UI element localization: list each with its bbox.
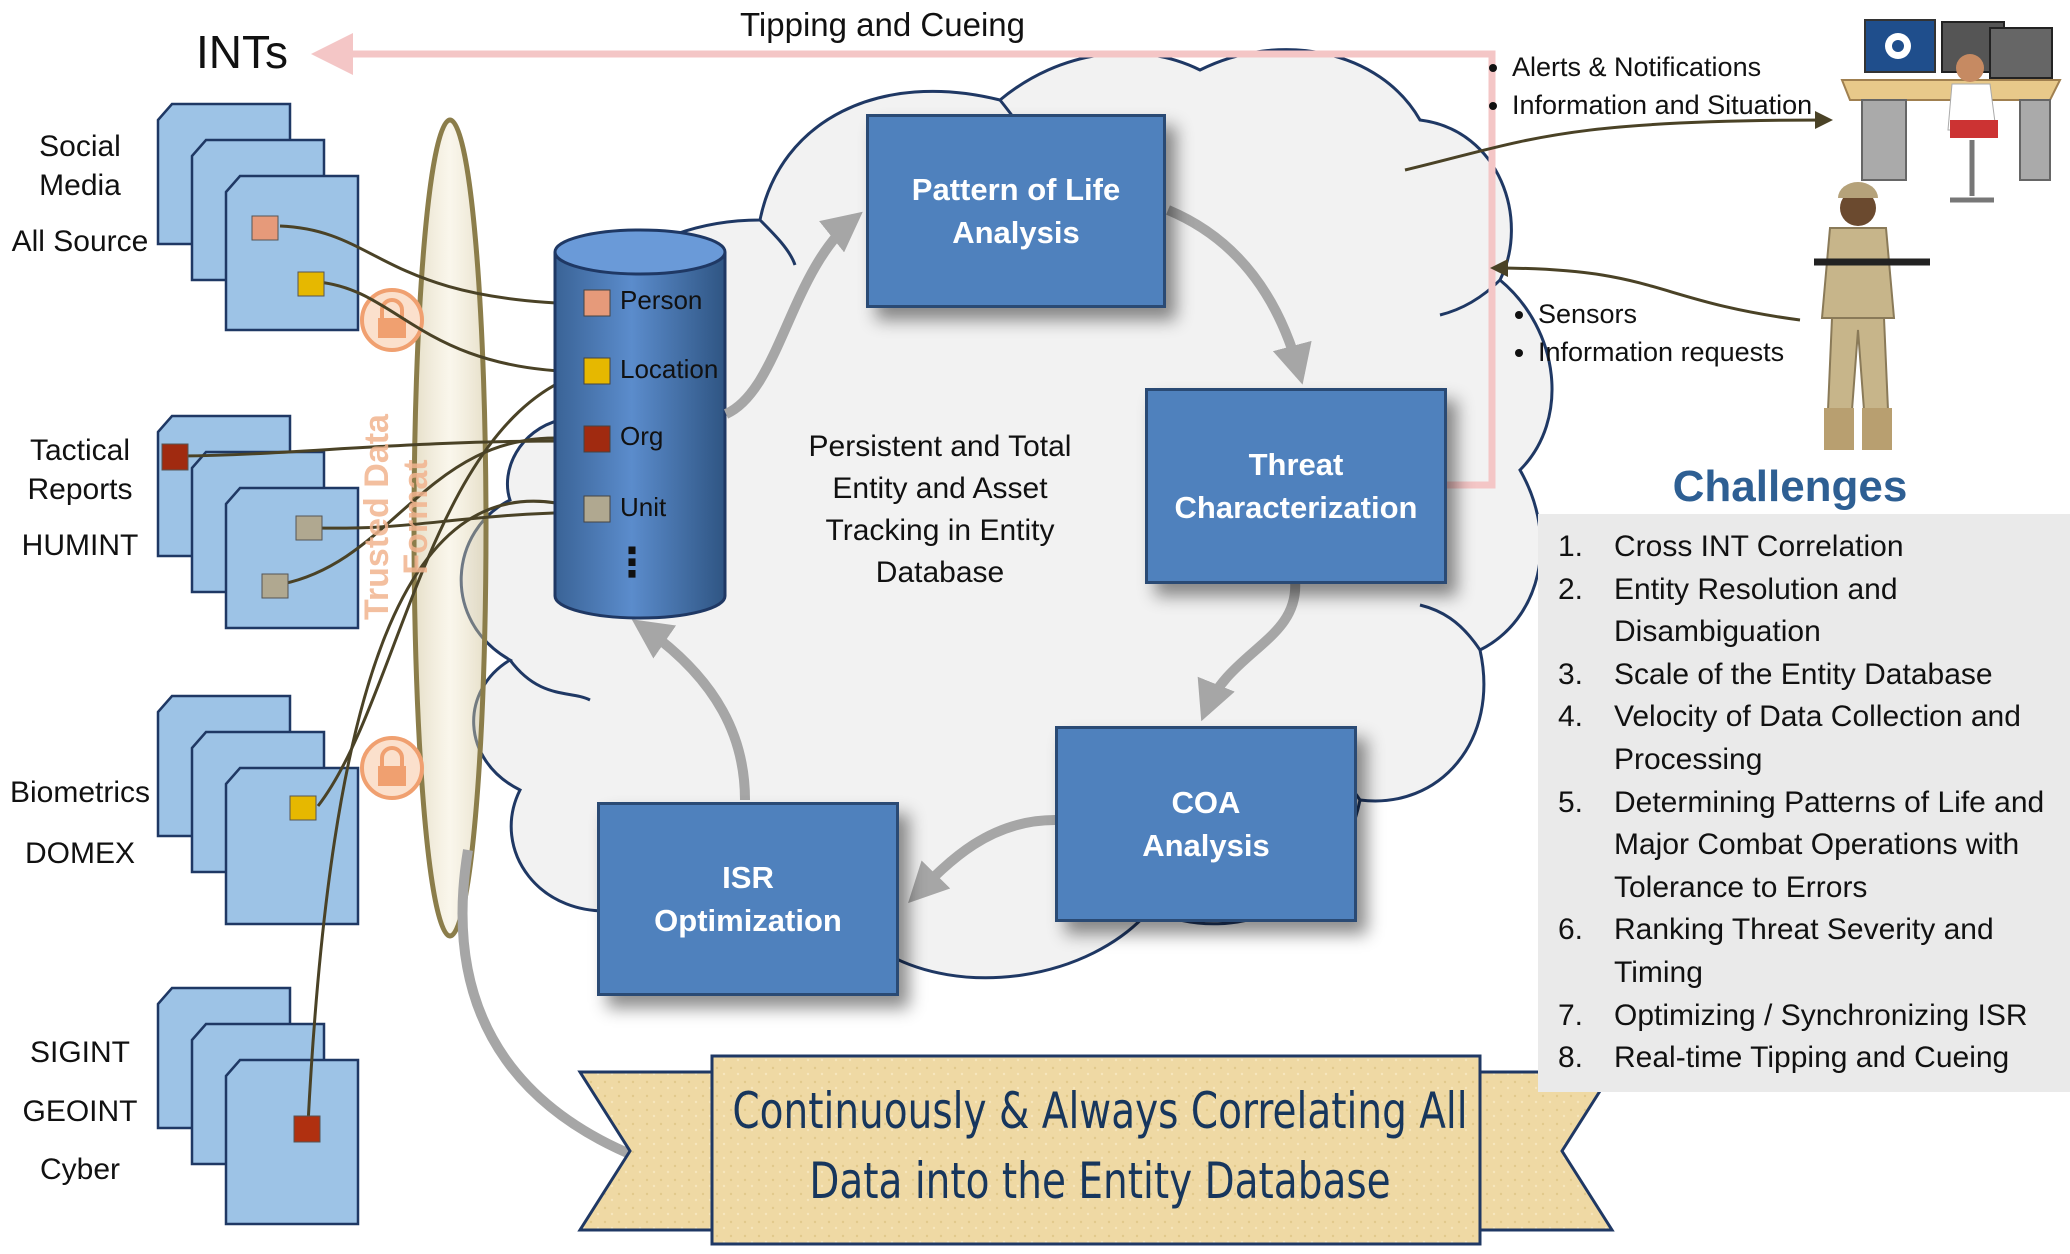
center-caption: Persistent and Total Entity and Asset Tr… xyxy=(808,430,1072,589)
db-more-indicator: ⋮ xyxy=(612,541,652,585)
db-entry-person: Person xyxy=(620,285,703,315)
input-item: Information requests xyxy=(1538,333,1784,371)
challenges-panel xyxy=(1538,514,2070,1092)
challenges-title: Challenges xyxy=(1672,462,1908,511)
ints-label: INTs xyxy=(196,26,288,78)
trusted-format-ellipse xyxy=(411,117,489,939)
challenge-item: 8.Real-time Tipping and Cueing xyxy=(1558,1041,2010,1075)
inputs-list: Sensors Information requests xyxy=(1502,295,1784,372)
db-entry-org: Org xyxy=(620,421,664,451)
input-item: Sensors xyxy=(1538,295,1784,333)
challenge-item: 1.Cross INT Correlation xyxy=(1558,530,1904,563)
document-markers xyxy=(161,215,325,1143)
source-label-social-media: Social Media All Source xyxy=(11,130,149,258)
output-item: Alerts & Notifications xyxy=(1512,48,1812,86)
challenge-item: 4.Velocity of Data Collection and Proces… xyxy=(1558,700,2021,776)
banner-text: Continuously & Always Correlating All Da… xyxy=(732,1082,1468,1210)
source-label-sigint: SIGINT GEOINT Cyber xyxy=(22,1036,138,1186)
outputs-list: Alerts & Notifications Information and S… xyxy=(1476,48,1812,125)
db-entry-unit: Unit xyxy=(620,492,667,522)
db-entry-location: Location xyxy=(620,354,719,384)
tipping-cueing-label: Tipping and Cueing xyxy=(740,6,1025,43)
output-input-arrows xyxy=(1404,111,1833,322)
banner-ribbon xyxy=(577,1054,1615,1246)
analyst-workstation-icon xyxy=(1840,19,2062,203)
challenge-item: 5.Determining Patterns of Life and Major… xyxy=(1558,785,2045,904)
trusted-format-label: Trusted Data Format xyxy=(358,414,435,620)
challenges-list: 1.Cross INT Correlation 2.Entity Resolut… xyxy=(1558,526,2058,1080)
lock-icon xyxy=(360,288,424,352)
database-entry-markers xyxy=(583,289,611,523)
challenge-item: 7.Optimizing / Synchronizing ISR xyxy=(1558,998,2028,1032)
challenge-item: 6.Ranking Threat Severity and Timing xyxy=(1558,913,1994,989)
source-label-biometrics: Biometrics DOMEX xyxy=(9,776,151,870)
entity-database xyxy=(553,228,727,620)
lock-icon xyxy=(360,736,424,800)
document-stacks xyxy=(156,102,360,1226)
output-item: Information and Situation xyxy=(1512,86,1812,124)
source-label-tactical-reports: Tactical Reports HUMINT xyxy=(21,434,139,562)
correlation-links xyxy=(179,224,588,1125)
challenge-item: 3.Scale of the Entity Database xyxy=(1558,657,1993,691)
challenge-item: 2.Entity Resolution and Disambiguation xyxy=(1558,572,1898,649)
soldier-icon xyxy=(1814,182,1930,450)
